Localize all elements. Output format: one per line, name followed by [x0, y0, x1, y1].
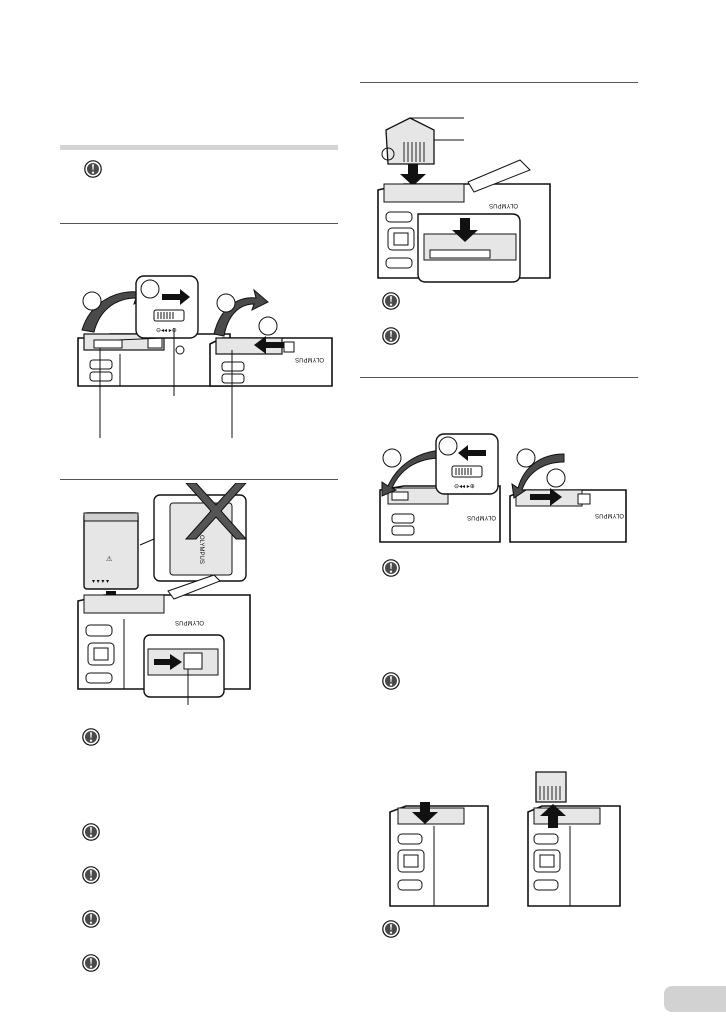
open-door-illustration: ⊖◂◂ ▸⊕ OLYMPUS: [77, 275, 333, 438]
caution-icon: [82, 866, 100, 884]
section-rule: [360, 82, 638, 83]
caution-icon: [82, 823, 100, 841]
svg-text:OLYMPUS: OLYMPUS: [295, 356, 324, 362]
section-rule: [60, 479, 338, 480]
section-rule: [360, 377, 638, 378]
caution-icon: [82, 910, 100, 928]
caution-icon: [382, 327, 400, 345]
svg-text:OLYMPUS: OLYMPUS: [175, 619, 204, 625]
caution-icon: [382, 559, 400, 577]
svg-text:⊖◂◂ ▸⊕: ⊖◂◂ ▸⊕: [454, 484, 475, 490]
svg-text:⊖◂◂ ▸⊕: ⊖◂◂ ▸⊕: [156, 328, 177, 334]
svg-text:OLYMPUS: OLYMPUS: [595, 512, 624, 518]
card-insert-illustration: OLYMPUS: [377, 117, 551, 283]
card-remove-illustration: [389, 771, 621, 907]
svg-text:▾ ▾ ▾ ▾: ▾ ▾ ▾ ▾: [92, 579, 109, 585]
close-door-illustration: OLYMPUS ⊖◂◂ ▸⊕ OLYMPUS: [379, 433, 627, 543]
svg-text:OLYMPUS: OLYMPUS: [198, 535, 204, 564]
section-header-bar: [60, 145, 338, 150]
page-number-tab: [664, 986, 726, 1012]
svg-text:OLYMPUS: OLYMPUS: [467, 514, 496, 520]
caution-icon: [84, 160, 102, 178]
caution-icon: [82, 954, 100, 972]
svg-text:⚠: ⚠: [106, 555, 112, 563]
caution-icon: [82, 728, 100, 746]
caution-icon: [382, 672, 400, 690]
caution-icon: [382, 920, 400, 938]
section-rule: [60, 223, 338, 224]
cross-icon: [184, 483, 248, 540]
battery-insert-illustration: ⚠ ▾ ▾ ▾ ▾ OLYMPUS OLYMPUS: [77, 483, 251, 705]
svg-text:OLYMPUS: OLYMPUS: [489, 202, 518, 208]
caution-icon: [382, 292, 400, 310]
